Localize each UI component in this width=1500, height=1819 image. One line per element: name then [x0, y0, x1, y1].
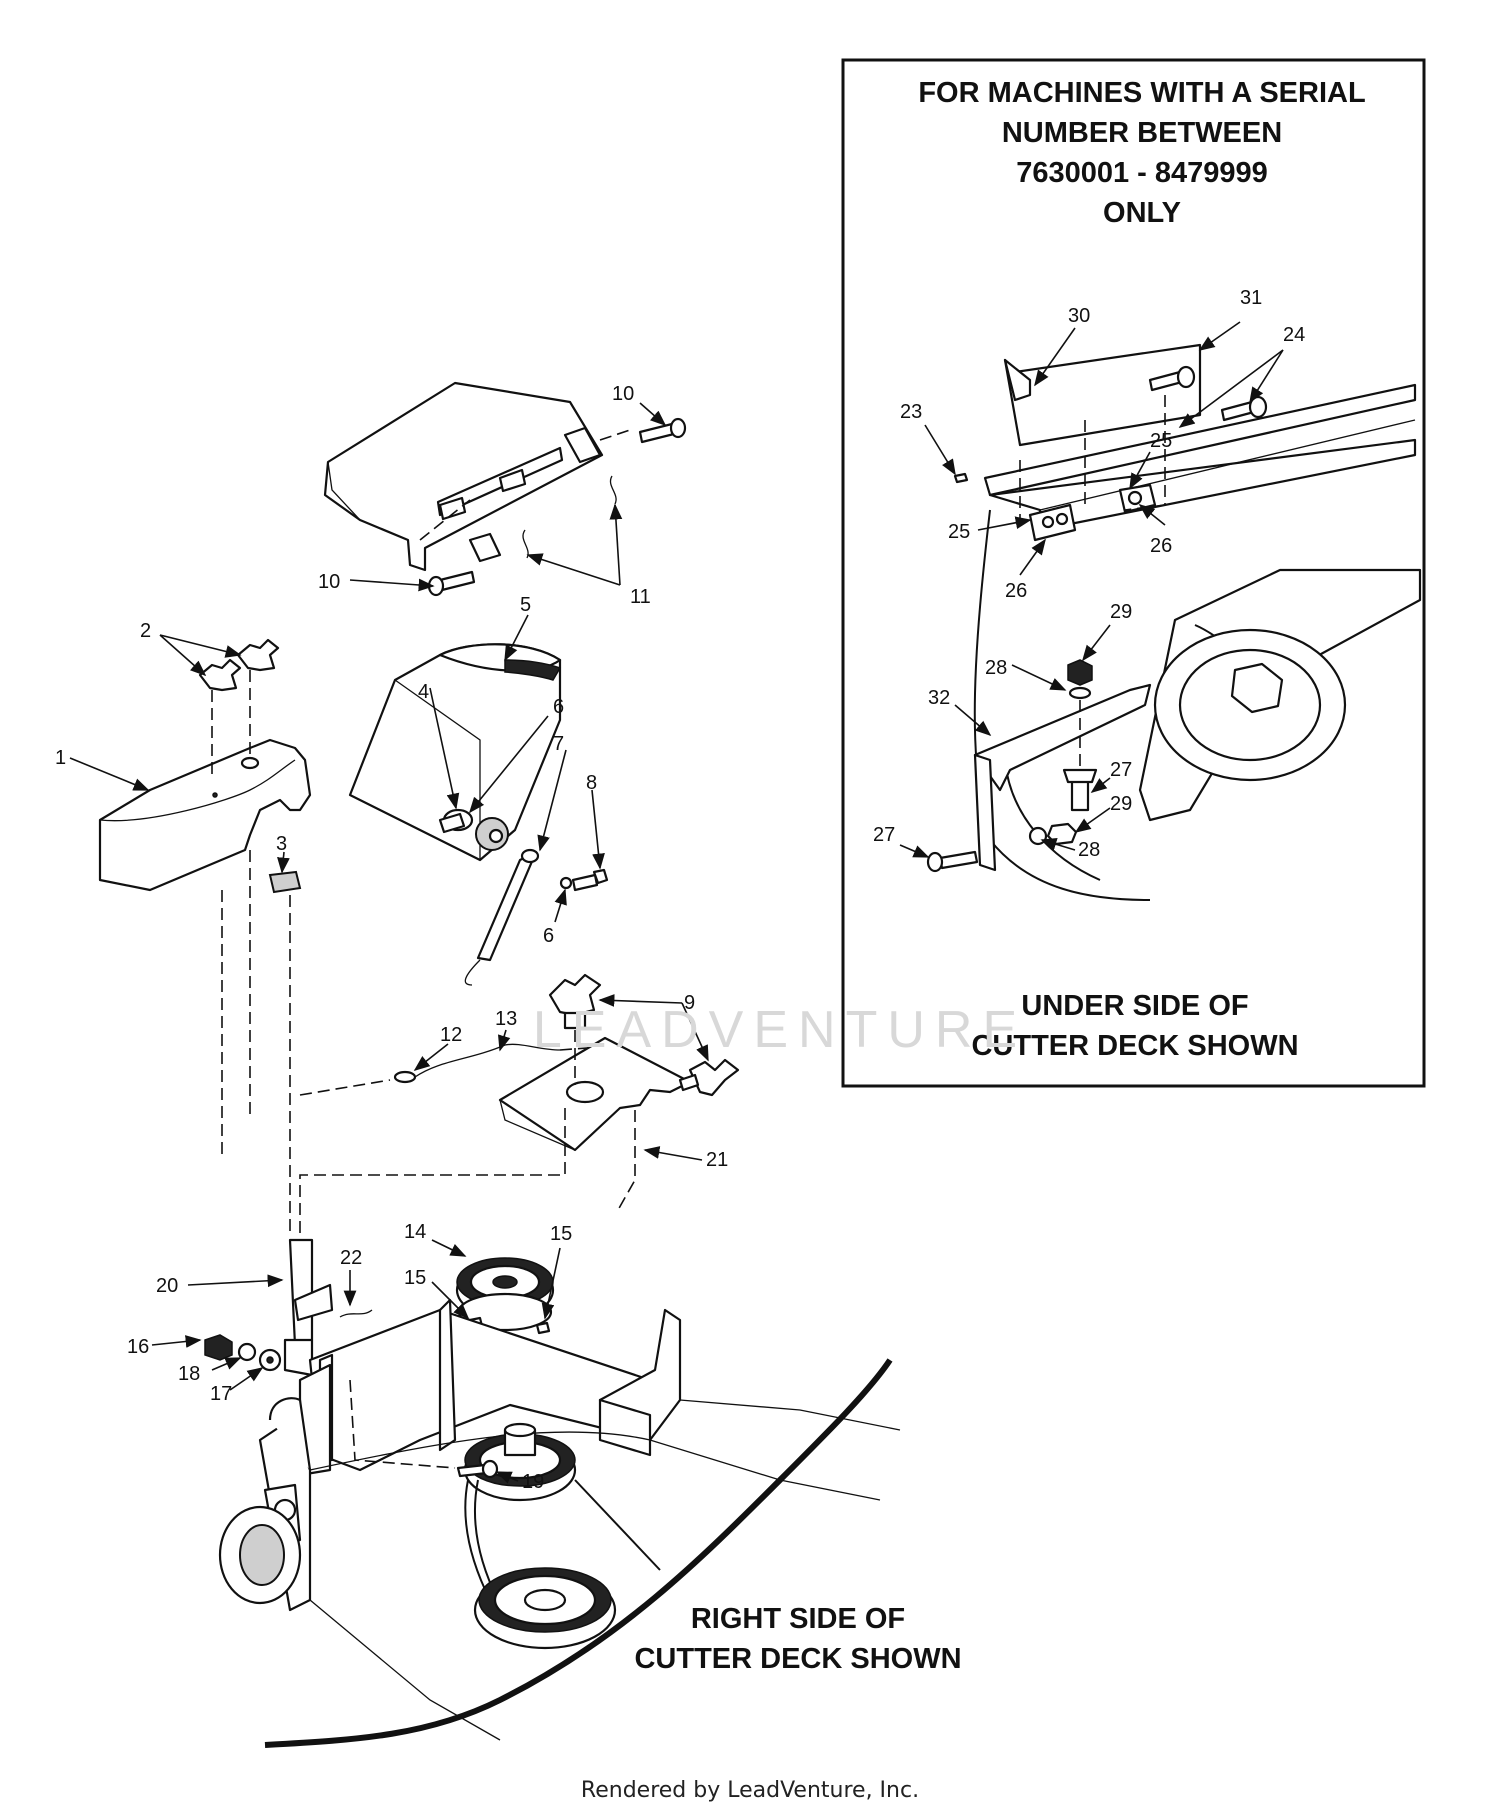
deflector-cover — [323, 381, 687, 597]
inset-underside-drawing — [926, 343, 1422, 901]
inset-heading-line-3: 7630001 - 8479999 — [1016, 157, 1268, 189]
callout-11: 11 — [630, 586, 651, 608]
callout-13: 13 — [495, 1008, 517, 1030]
footer-credit: Rendered by LeadVenture, Inc. — [580, 1778, 920, 1803]
bolt-24-b — [1220, 395, 1268, 422]
deflector-rod — [464, 848, 609, 986]
callout-23: 23 — [900, 401, 922, 423]
callout-29-b: 29 — [1110, 793, 1132, 815]
callout-15-a: 15 — [550, 1223, 572, 1245]
callout-25-b: 25 — [948, 521, 970, 543]
set-screw-15-b — [535, 1321, 551, 1335]
knob-2-right — [236, 638, 280, 672]
mulch-cover — [98, 738, 312, 892]
callout-28-a: 28 — [985, 657, 1007, 679]
callout-1: 1 — [55, 747, 66, 769]
main-caption: RIGHT SIDE OF CUTTER DECK SHOWN — [634, 1603, 961, 1675]
callout-27-b: 27 — [873, 824, 895, 846]
callout-22: 22 — [340, 1247, 362, 1269]
callout-26-b: 26 — [1005, 580, 1027, 602]
callout-21: 21 — [706, 1149, 728, 1171]
block-3 — [268, 870, 302, 894]
callout-30: 30 — [1068, 305, 1090, 327]
callout-16: 16 — [127, 1336, 149, 1358]
inset-heading-line-4: ONLY — [1103, 197, 1181, 229]
callout-6-a: 6 — [553, 696, 564, 718]
main-callouts: 10 10 11 2 5 4 6 7 8 1 3 6 9 12 13 21 14… — [55, 383, 728, 1493]
inset-heading: FOR MACHINES WITH A SERIAL NUMBER BETWEE… — [918, 77, 1365, 229]
callout-20: 20 — [156, 1275, 178, 1297]
bracket-21 — [299, 1036, 692, 1240]
callout-29-a: 29 — [1110, 601, 1132, 623]
callout-31: 31 — [1240, 287, 1262, 309]
callout-8: 8 — [586, 772, 597, 794]
callout-27-a: 27 — [1110, 759, 1132, 781]
callout-15-b: 15 — [404, 1267, 426, 1289]
inset-caption-line-1: UNDER SIDE OF — [1021, 990, 1248, 1022]
callout-5: 5 — [520, 594, 531, 616]
callout-19: 19 — [522, 1471, 544, 1493]
callout-10-b: 10 — [318, 571, 340, 593]
callout-26-a: 26 — [1150, 535, 1172, 557]
inset-caption: UNDER SIDE OF CUTTER DECK SHOWN — [971, 990, 1298, 1062]
inset-callouts: 30 31 24 23 25 25 26 26 29 28 32 27 29 2… — [873, 287, 1305, 861]
inset-frame — [841, 58, 1426, 1088]
callout-10-a: 10 — [612, 383, 634, 405]
callout-14: 14 — [404, 1221, 426, 1243]
callout-17: 17 — [210, 1383, 232, 1405]
watermark: LEADVENTURE — [532, 1001, 1028, 1059]
inset-heading-line-1: FOR MACHINES WITH A SERIAL — [918, 77, 1365, 109]
cutter-deck — [218, 1298, 901, 1748]
callout-3: 3 — [276, 833, 287, 855]
main-caption-line-1: RIGHT SIDE OF — [691, 1603, 905, 1635]
callout-24: 24 — [1283, 324, 1305, 346]
discharge-chute — [348, 643, 562, 862]
pivot-arm-20 — [283, 1238, 334, 1377]
callout-2: 2 — [140, 620, 151, 642]
bolt-24-a — [1148, 365, 1196, 392]
inset-heading-line-2: NUMBER BETWEEN — [1002, 117, 1282, 149]
callout-28-b: 28 — [1078, 839, 1100, 861]
inset-caption-line-2: CUTTER DECK SHOWN — [971, 1030, 1298, 1062]
main-leaders — [69, 402, 709, 1484]
hardware-16-18-17 — [204, 1334, 282, 1372]
callout-12: 12 — [440, 1024, 462, 1046]
knob-9-top — [548, 973, 602, 1030]
clip-22 — [339, 1309, 373, 1318]
knob-2-left — [198, 658, 242, 692]
callout-9: 9 — [684, 992, 695, 1014]
main-caption-line-2: CUTTER DECK SHOWN — [634, 1643, 961, 1675]
callout-7: 7 — [553, 733, 564, 755]
callout-4: 4 — [418, 681, 429, 703]
inset-leaders — [899, 321, 1284, 858]
callout-6-b: 6 — [543, 925, 554, 947]
knob-9-side — [678, 1058, 740, 1097]
pulley-14 — [455, 1257, 555, 1332]
callout-25-a: 25 — [1150, 430, 1172, 452]
callout-32: 32 — [928, 687, 950, 709]
callout-18: 18 — [178, 1363, 200, 1385]
